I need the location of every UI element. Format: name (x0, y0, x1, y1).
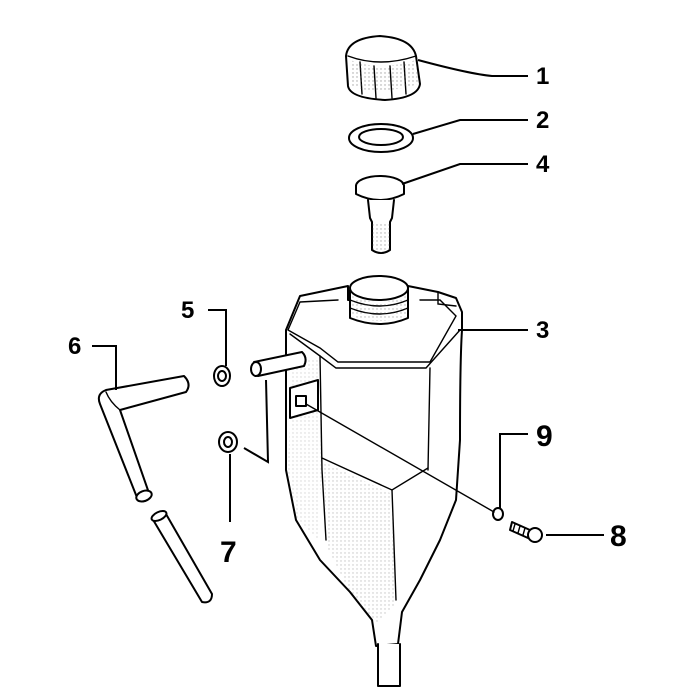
screw (509, 521, 543, 543)
callout-6: 6 (68, 333, 81, 360)
callout-2: 2 (536, 107, 549, 134)
hose-clamp-lower (218, 431, 238, 453)
filler-cap (345, 35, 421, 101)
callout-4: 4 (536, 151, 550, 178)
callout-9: 9 (536, 420, 553, 453)
callout-1: 1 (536, 63, 549, 90)
washer (492, 507, 504, 521)
callout-7: 7 (220, 536, 237, 569)
filter-plug (355, 175, 405, 254)
hose-clamp-upper (213, 365, 231, 387)
sealing-ring (348, 123, 414, 153)
callout-3: 3 (536, 317, 549, 344)
callout-8: 8 (610, 520, 627, 553)
bent-hose (97, 375, 213, 604)
callout-5: 5 (181, 297, 194, 324)
expansion-tank (250, 275, 463, 687)
leader-lines (92, 59, 604, 536)
